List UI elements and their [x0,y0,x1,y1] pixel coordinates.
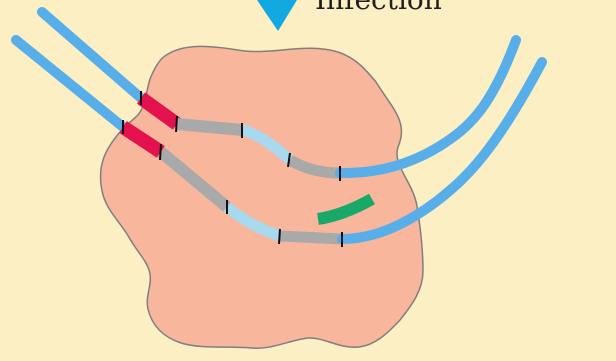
strand-bottom-blue-left [16,40,123,127]
host-blob [101,46,423,348]
strand-top-blue-left [42,12,141,98]
junction-tick [176,116,177,132]
arrow-down-icon [257,0,297,31]
strand-bottom-gray-2 [280,236,342,239]
strand-top-gray-1 [177,124,242,130]
junction-tick [160,144,161,160]
junction-tick [279,229,280,244]
infection-caption: Infection [315,0,442,14]
